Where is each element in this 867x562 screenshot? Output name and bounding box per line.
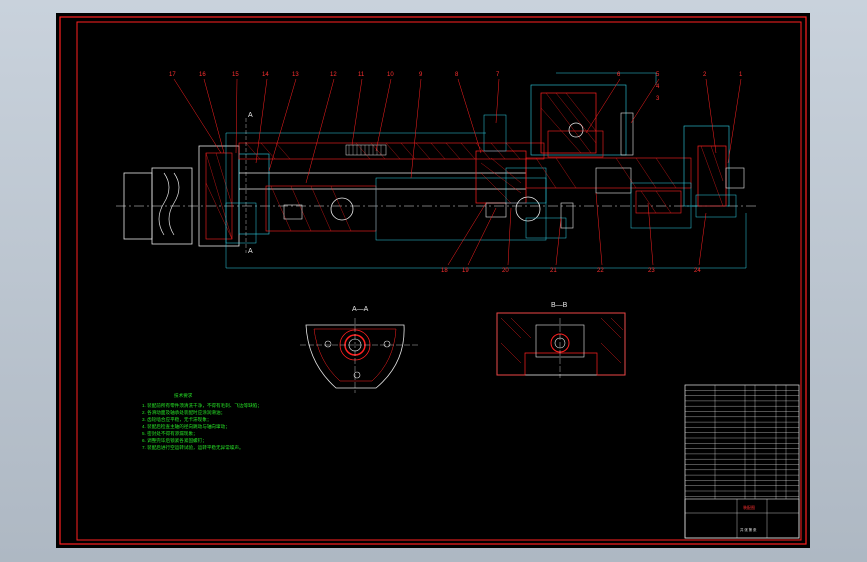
top-gear-housing (530, 84, 634, 158)
right-section (525, 157, 692, 229)
inner-frame (76, 21, 802, 541)
note-line: 2. 各滑动面及轴承处装配时应涂润滑油； (142, 409, 225, 416)
shaft-housing (238, 142, 545, 190)
part-number: 19 (462, 268, 469, 274)
part-numbers-bottom: 18 19 20 21 22 23 24 (441, 268, 701, 274)
note-line: 1. 装配前所有零件须清洗干净，不得有毛刺、飞边等缺陷； (142, 402, 262, 409)
sheet-number: 共 张 第 张 (740, 527, 757, 532)
section-title-bb: B—B (551, 302, 568, 309)
part-number: 24 (694, 268, 701, 274)
cad-viewport[interactable]: A A 17 16 15 14 13 12 11 10 9 8 (56, 13, 810, 548)
part-number: 4 (656, 84, 660, 90)
outer-frame (59, 16, 807, 545)
part-number: 1 (739, 72, 743, 78)
part-numbers-top: 17 16 15 14 13 12 11 10 9 8 7 6 5 4 3 2 … (169, 72, 743, 102)
part-number: 23 (648, 268, 655, 274)
part-number: 5 (656, 72, 660, 78)
part-number: 14 (262, 72, 269, 78)
section-mark-a-bottom: A (248, 248, 253, 255)
lower-bracket (225, 177, 547, 244)
notes-title: 技术要求 (174, 392, 193, 399)
note-line: 4. 装配后检查主轴的径向跳动与轴向窜动； (142, 423, 230, 430)
part-number: 16 (199, 72, 206, 78)
leader-lines (173, 78, 742, 266)
part-number: 13 (292, 72, 299, 78)
part-number: 7 (496, 72, 500, 78)
part-number: 9 (419, 72, 423, 78)
part-number: 10 (387, 72, 394, 78)
part-number: 11 (358, 72, 365, 78)
note-line: 5. 密封处不得有渗漏现象； (142, 430, 198, 437)
motor (123, 167, 193, 245)
technical-notes: 技术要求 1. 装配前所有零件须清洗干净，不得有毛刺、飞边等缺陷； 2. 各滑动… (142, 392, 262, 451)
section-title-aa: A—A (352, 306, 369, 313)
part-number: 12 (330, 72, 337, 78)
part-number: 8 (455, 72, 459, 78)
note-line: 3. 齿轮啮合应平稳，无卡滞现象； (142, 416, 211, 423)
note-line: 7. 装配后进行空运转试验，运转平稳无异常噪声。 (142, 444, 244, 451)
part-number: 21 (550, 268, 557, 274)
part-number: 22 (597, 268, 604, 274)
part-number: 3 (656, 96, 660, 102)
title-block: 装配图 共 张 第 张 (684, 384, 800, 539)
right-end-cap (683, 125, 745, 218)
part-number: 18 (441, 268, 448, 274)
drawing-name: 装配图 (743, 504, 755, 510)
assembly-drawing: A A 17 16 15 14 13 12 11 10 9 8 (59, 16, 807, 545)
section-mark-a-top: A (248, 112, 253, 119)
gear-box (475, 114, 567, 239)
part-number: 2 (703, 72, 707, 78)
part-number: 6 (617, 72, 621, 78)
section-view-aa: A—A (300, 306, 418, 393)
main-assembly-view (116, 72, 756, 269)
section-view-bb: B—B (496, 302, 626, 378)
left-housing (198, 145, 270, 247)
part-number: 20 (502, 268, 509, 274)
part-number: 15 (232, 72, 239, 78)
part-number: 17 (169, 72, 176, 78)
note-line: 6. 调整完毕后锁紧各紧固螺钉； (142, 437, 207, 444)
